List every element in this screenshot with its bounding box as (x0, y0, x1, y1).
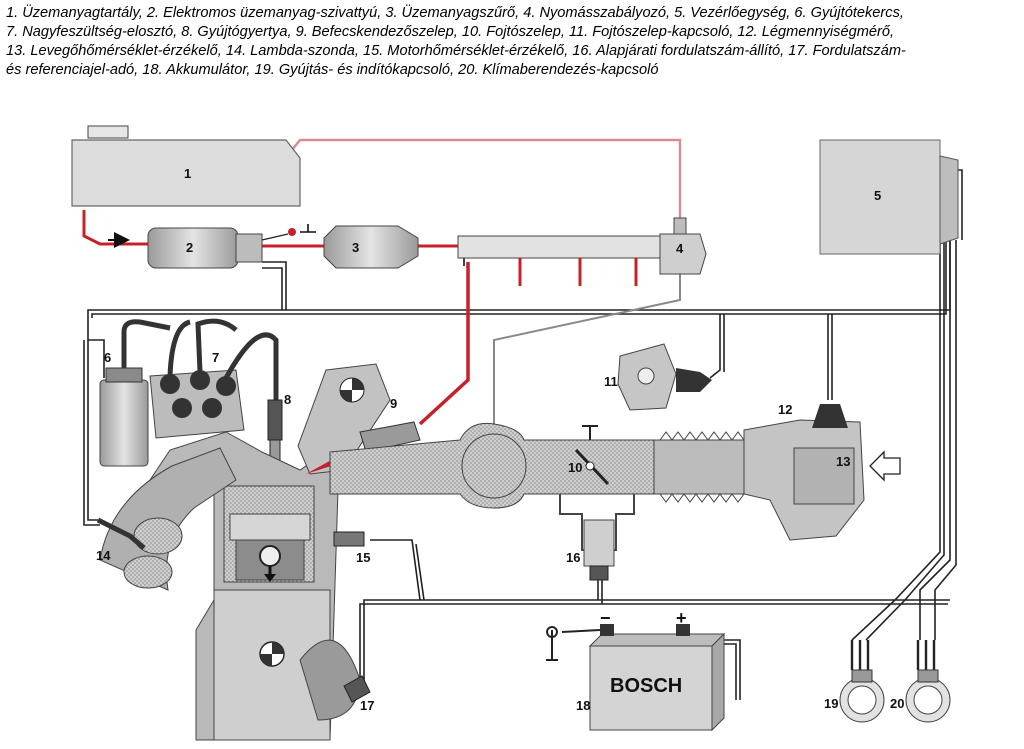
fuel-rail (457, 235, 665, 286)
engine-block (149, 431, 361, 741)
intake-duct (329, 422, 745, 509)
idle-actuator (559, 494, 635, 581)
label-5: 5 (874, 188, 881, 203)
spark-plug (267, 399, 283, 463)
label-3: 3 (352, 240, 359, 255)
caption-line-1: 1. Üzemanyagtartály, 2. Elektromos üzema… (6, 5, 904, 21)
caption-line-3: 13. Levegőhőmérséklet-érzékelő, 14. Lamb… (6, 43, 906, 59)
label-16: 16 (566, 550, 580, 565)
speed-sensor (343, 675, 371, 703)
label-7: 7 (212, 350, 219, 365)
lambda-sensor (96, 517, 146, 550)
battery-minus-sign: − (600, 608, 611, 628)
intake-runner (297, 363, 391, 475)
label-17: 17 (360, 698, 374, 713)
battery-plus-sign: + (676, 608, 687, 628)
fuel-filter (323, 225, 419, 269)
label-15: 15 (356, 550, 370, 565)
label-11: 11 (604, 374, 618, 389)
label-6: 6 (104, 350, 111, 365)
caption-line-4: és referenciajel-adó, 18. Akkumulátor, 1… (6, 62, 659, 78)
fuel-tank (71, 125, 301, 207)
label-9: 9 (390, 396, 397, 411)
label-19: 19 (824, 696, 838, 711)
label-12: 12 (778, 402, 792, 417)
battery-brand: BOSCH (610, 675, 682, 697)
ignition-coil (99, 319, 171, 467)
throttle-switch (617, 343, 712, 411)
pressure-regulator (659, 217, 707, 275)
ignition-switch (839, 640, 885, 723)
distributor (149, 318, 279, 439)
fuel-pump (147, 224, 316, 269)
label-18: 18 (576, 698, 590, 713)
engine-temp-sensor (333, 531, 365, 547)
legend-caption: 1. Üzemanyagtartály, 2. Elektromos üzema… (6, 4, 1020, 80)
ac-switch (905, 640, 951, 723)
battery (546, 624, 726, 732)
air-inlet-arrow (869, 450, 901, 482)
throttle-valve (574, 425, 610, 486)
label-20: 20 (890, 696, 904, 711)
exhaust-manifold (99, 447, 237, 591)
air-flow-meter (743, 404, 865, 541)
label-2: 2 (186, 240, 193, 255)
label-10: 10 (568, 460, 582, 475)
label-14: 14 (96, 548, 111, 563)
control-unit (819, 139, 959, 255)
label-4: 4 (676, 241, 684, 256)
label-8: 8 (284, 392, 291, 407)
label-1: 1 (184, 166, 191, 181)
wiring-harness (83, 169, 963, 700)
caption-line-2: 7. Nagyfeszültség-elosztó, 8. Gyújtógyer… (6, 24, 894, 40)
label-13: 13 (836, 454, 850, 469)
